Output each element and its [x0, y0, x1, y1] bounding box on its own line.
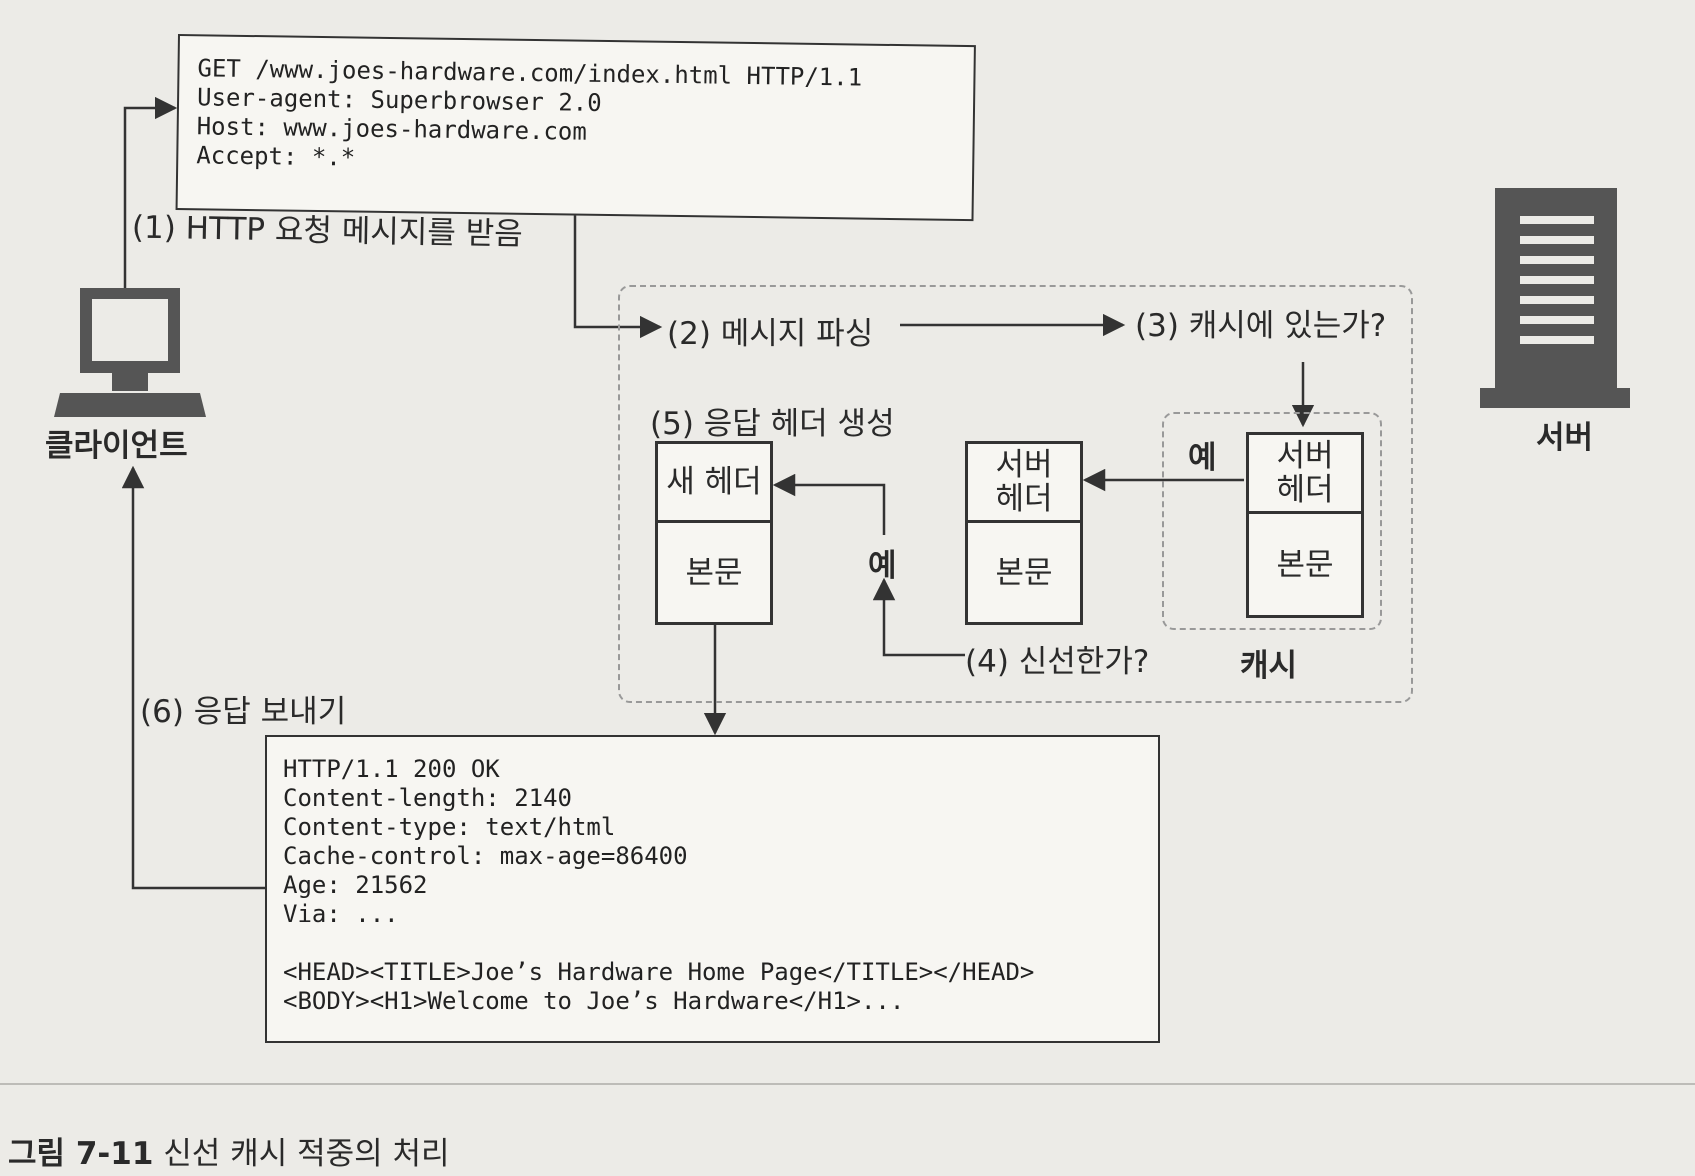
response-line: Cache-control: max-age=86400 [283, 842, 688, 870]
step-1-label: (1) HTTP 요청 메시지를 받음 [131, 209, 524, 253]
yes-fresh-label: 예 [868, 548, 897, 584]
step-3-label: (3) 캐시에 있는가? [1135, 308, 1387, 344]
caption-separator [0, 1083, 1695, 1085]
server-label: 서버 [1536, 420, 1594, 456]
yes-in-cache-label: 예 [1188, 440, 1217, 476]
cache-server-header-block: 서버 헤더 [1246, 432, 1364, 514]
cache-region [1162, 412, 1382, 630]
step-2-label: (2) 메시지 파싱 [667, 316, 874, 352]
response-line: Age: 21562 [283, 871, 428, 899]
response-line: Content-length: 2140 [283, 784, 572, 812]
copied-body-block: 본문 [965, 520, 1083, 625]
request-message-box: GET /www.joes-hardware.com/index.html HT… [175, 34, 976, 222]
figure-number: 그림 7-11 [8, 1136, 154, 1172]
response-line: <BODY><H1>Welcome to Joe’s Hardware</H1>… [283, 987, 905, 1015]
cache-label: 캐시 [1240, 648, 1298, 684]
new-header-block: 새 헤더 [655, 441, 773, 523]
step-5-label: (5) 응답 헤더 생성 [650, 406, 895, 442]
server-icon [1480, 188, 1630, 408]
figure-caption-text: 신선 캐시 적중의 처리 [163, 1136, 450, 1172]
arrow-fresh-up [872, 577, 965, 657]
proxy-processing-region [618, 285, 1413, 703]
arrow-to-new-header [772, 473, 886, 535]
arrow-response-to-client [121, 465, 265, 890]
cache-body-block: 본문 [1246, 511, 1364, 618]
step-6-label: (6) 응답 보내기 [140, 694, 347, 730]
arrow-request-to-parse [573, 210, 663, 339]
new-body-block: 본문 [655, 520, 773, 625]
figure-caption: 그림 7-11 신선 캐시 적중의 처리 [8, 1128, 450, 1173]
client-computer-icon [54, 288, 206, 417]
response-line [283, 929, 1034, 958]
response-line: HTTP/1.1 200 OK [283, 755, 500, 783]
response-line: Via: ... [283, 900, 399, 928]
arrow-client-to-request [123, 96, 178, 288]
client-label: 클라이언트 [45, 428, 188, 464]
copied-server-header-block: 서버 헤더 [965, 441, 1083, 523]
step-4-label: (4) 신선한가? [965, 644, 1150, 680]
response-line: Content-type: text/html [283, 813, 616, 841]
request-lines: GET /www.joes-hardware.com/index.html HT… [196, 54, 862, 179]
response-line: <HEAD><TITLE>Joe’s Hardware Home Page</T… [283, 958, 1035, 986]
